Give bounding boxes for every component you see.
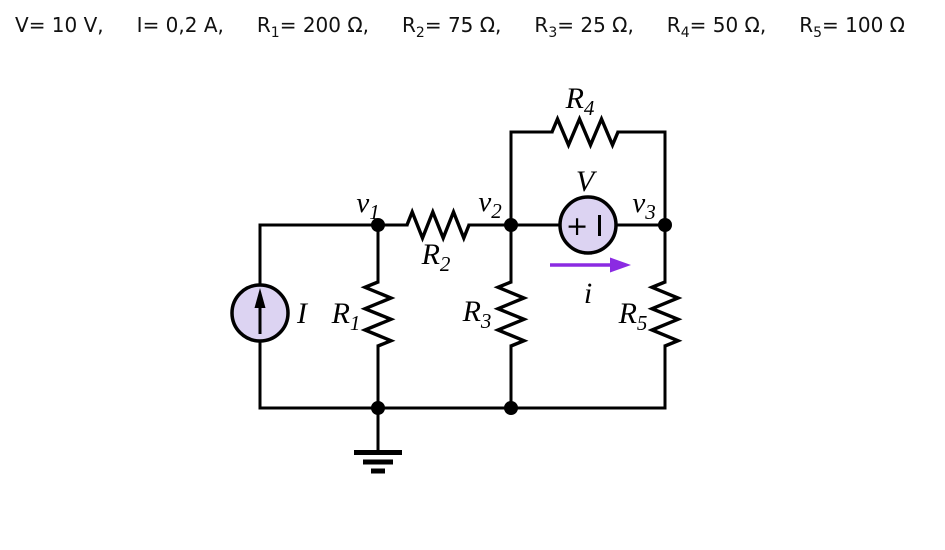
param-v: V= 10 V, <box>15 13 104 37</box>
resistor-r5-zigzag <box>647 280 683 348</box>
param-r2: R2= 75 Ω, <box>402 13 502 41</box>
current-source-arrow-head <box>254 288 266 308</box>
param-r4: R4= 50 Ω, <box>666 13 767 41</box>
label-voltage-source: V <box>576 165 598 198</box>
parameters-line: V= 10 V, I= 0,2 A, R1= 200 Ω, R2= 75 Ω, … <box>15 13 905 41</box>
resistor-r2-zigzag <box>405 207 471 243</box>
label-resistor-r3: R3 <box>462 295 492 333</box>
resistor-r1-zigzag <box>360 280 396 348</box>
label-node-v1: v1 <box>356 187 379 224</box>
branch-current-arrow <box>550 257 631 273</box>
label-node-v2: v2 <box>478 186 502 223</box>
node-v3-dot <box>658 218 672 232</box>
param-i: I= 0,2 A, <box>136 13 224 37</box>
wire-r4-left-riser <box>509 130 554 227</box>
param-r5: R5= 100 Ω <box>799 13 905 41</box>
param-r3: R3= 25 Ω, <box>534 13 634 41</box>
voltage-source-circle <box>558 195 618 255</box>
ground-symbol <box>354 406 402 474</box>
label-current-source: I <box>296 297 309 330</box>
label-resistor-r5: R5 <box>618 297 648 335</box>
node-ground-left-dot <box>371 401 385 415</box>
param-r1: R1= 200 Ω, <box>256 13 370 41</box>
label-resistor-r2: R2 <box>421 238 451 276</box>
label-resistor-r1: R1 <box>331 297 361 335</box>
node-v1-dot <box>371 218 385 232</box>
current-source <box>230 283 290 343</box>
label-branch-current: i <box>584 277 592 310</box>
current-arrow-head <box>610 257 631 273</box>
label-node-v3: v3 <box>632 187 655 224</box>
resistor-r4-zigzag <box>550 114 620 150</box>
wire-r4-right-riser <box>616 130 667 227</box>
voltage-source-plus-sign: + <box>566 211 589 242</box>
label-resistor-r4: R4 <box>565 82 595 120</box>
node-v2-dot <box>504 218 518 232</box>
resistor-r3-zigzag <box>493 280 529 348</box>
voltage-source: + <box>558 195 618 255</box>
node-ground-right-dot <box>504 401 518 415</box>
